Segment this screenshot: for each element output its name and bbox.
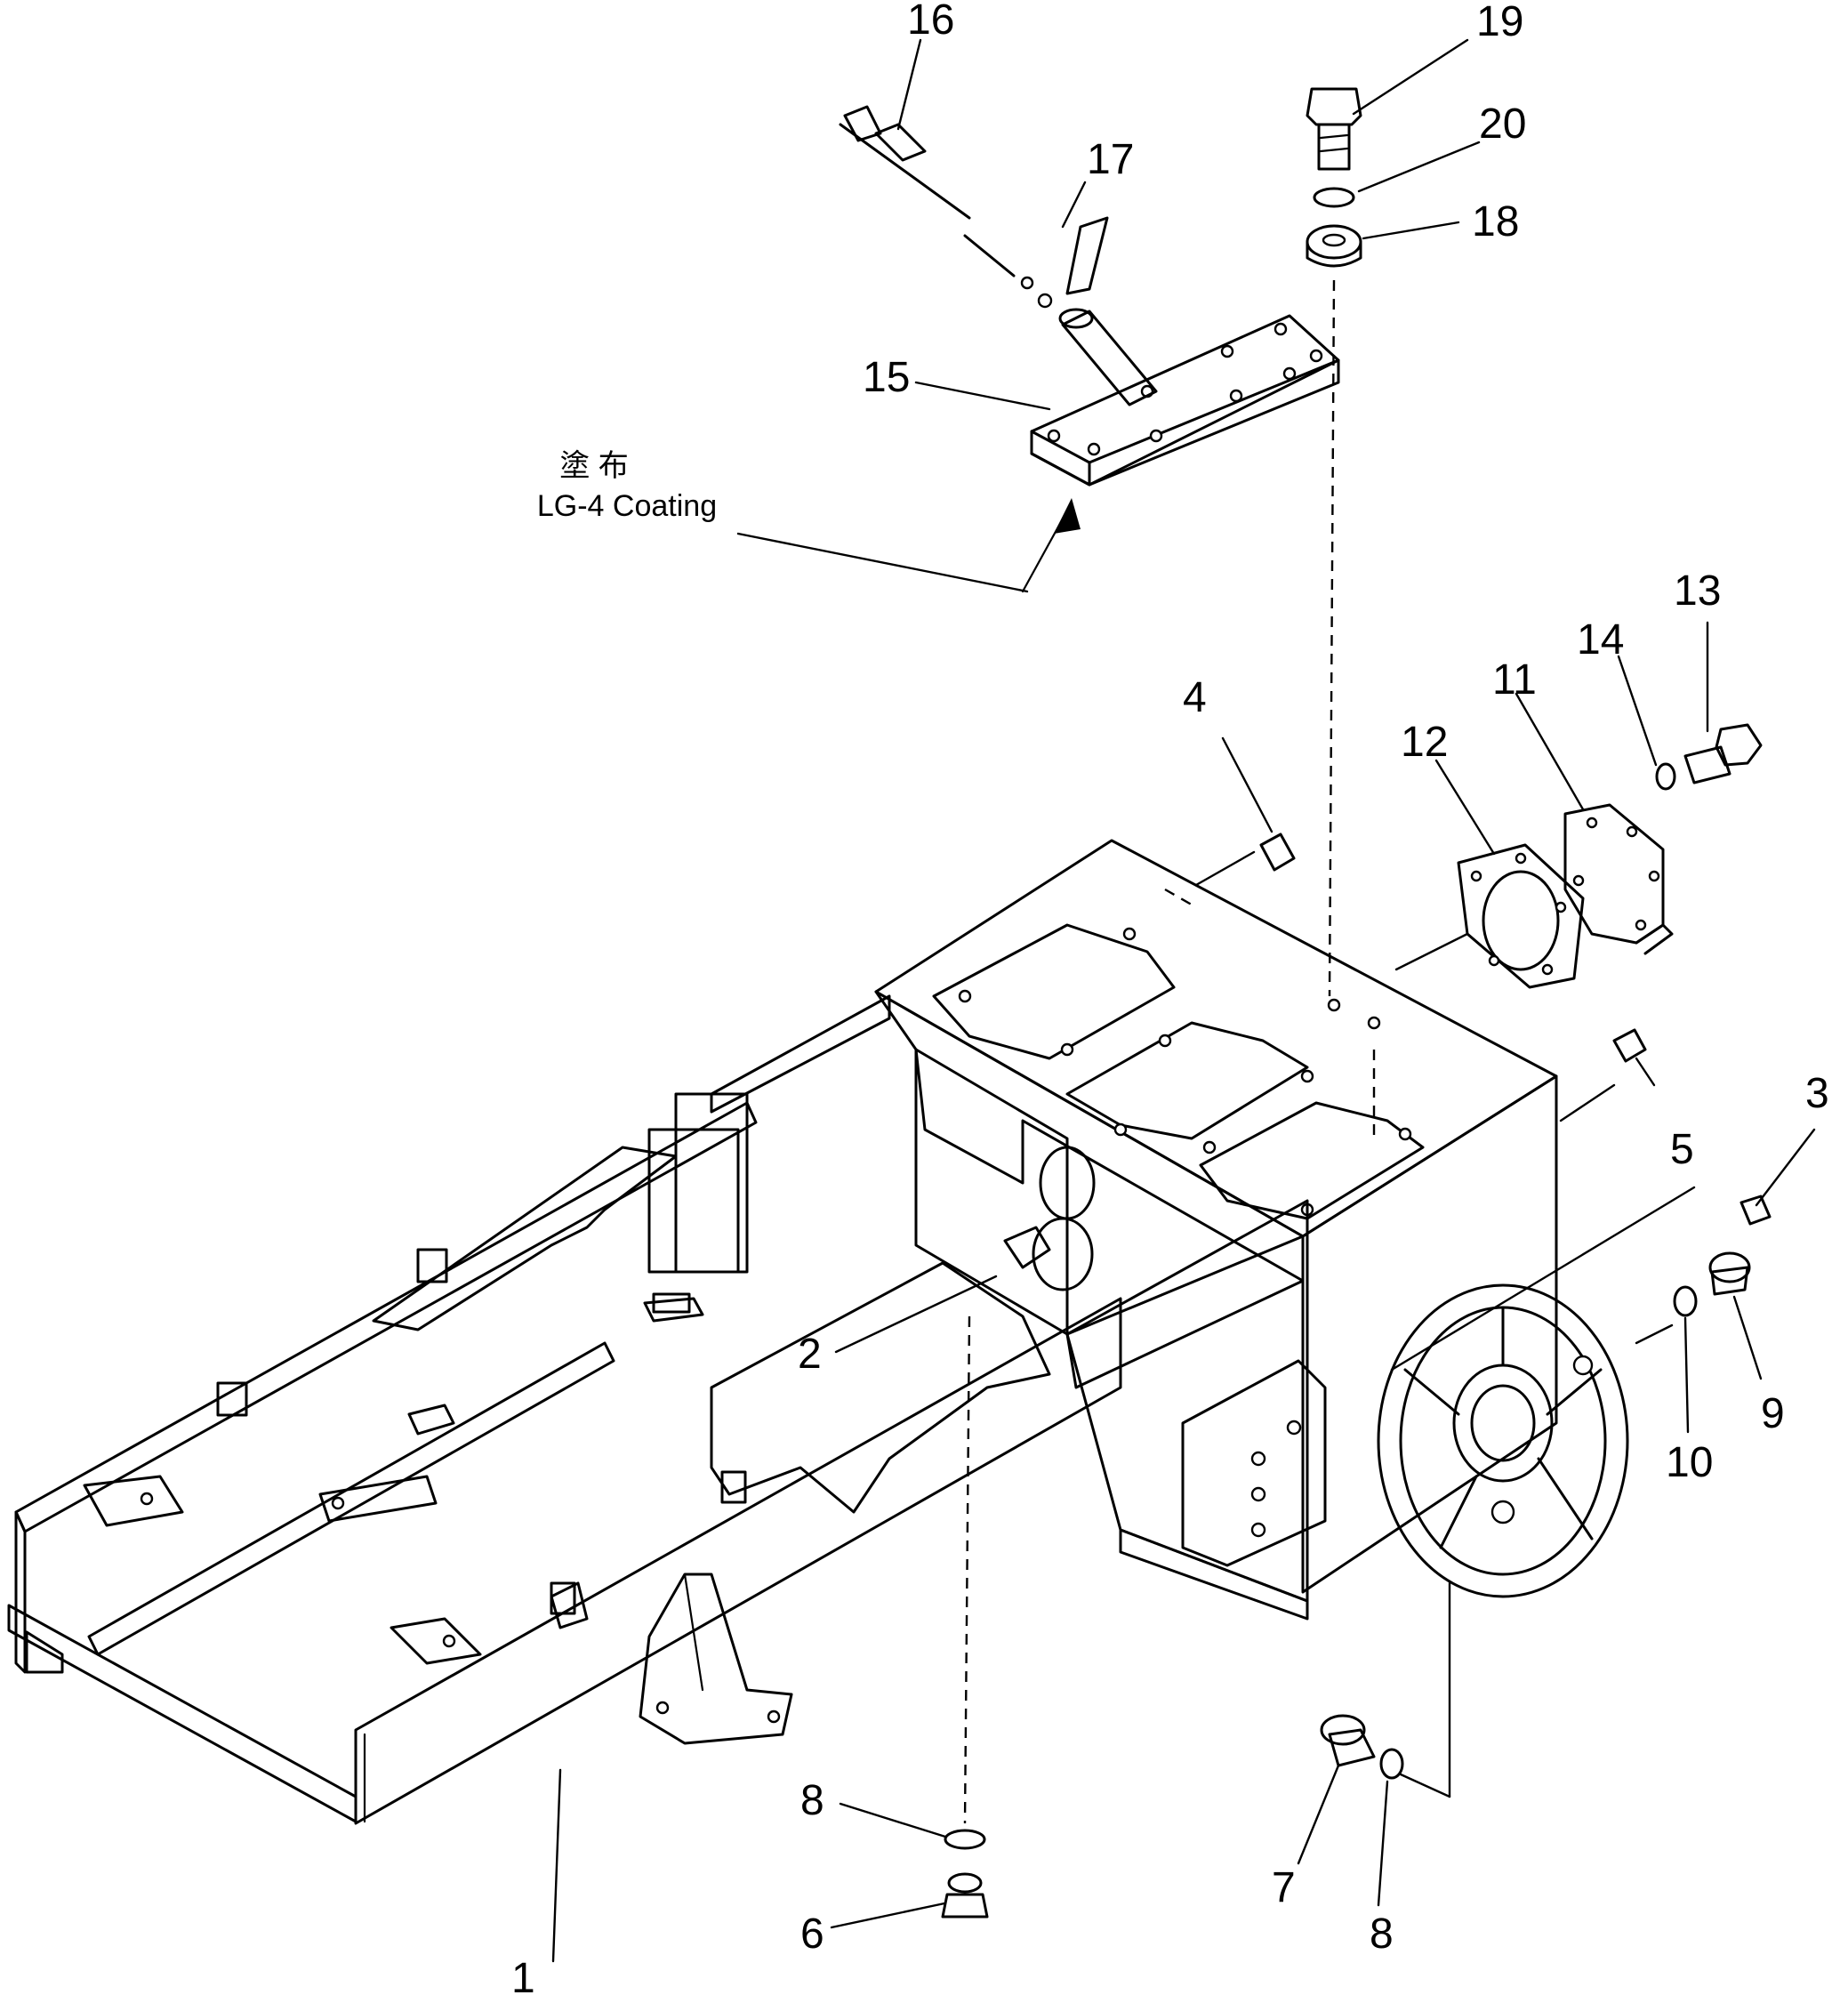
callout-11: 11 xyxy=(1492,656,1537,704)
callout-7: 7 xyxy=(1272,1864,1296,1911)
main-frame xyxy=(7,994,1122,1825)
assembly-lines xyxy=(963,279,1696,1824)
callout-10: 10 xyxy=(1666,1439,1713,1486)
transmission-case xyxy=(874,839,1629,1621)
callout-5: 5 xyxy=(1670,1126,1694,1173)
callout-19: 19 xyxy=(1476,0,1523,45)
callout-9: 9 xyxy=(1761,1390,1785,1437)
callout-8-left: 8 xyxy=(800,1777,824,1824)
callout-20: 20 xyxy=(1479,101,1526,148)
callout-17: 17 xyxy=(1087,136,1134,183)
callout-2: 2 xyxy=(798,1331,822,1378)
coating-note: 塗 布 LG-4 Coating xyxy=(537,449,717,523)
callout-13: 13 xyxy=(1674,567,1721,615)
callout-6: 6 xyxy=(800,1911,824,1958)
callout-16: 16 xyxy=(907,0,954,44)
callout-15: 15 xyxy=(863,354,910,401)
callout-12: 12 xyxy=(1401,719,1448,766)
callout-4: 4 xyxy=(1183,674,1207,721)
callout-3: 3 xyxy=(1805,1070,1829,1117)
callout-1: 1 xyxy=(511,1955,535,1995)
callout-8-right: 8 xyxy=(1370,1911,1394,1958)
callout-18: 18 xyxy=(1472,198,1519,245)
callout-14: 14 xyxy=(1577,616,1624,664)
hardware-parts xyxy=(941,87,1772,1919)
callout-leaders xyxy=(551,38,1816,1963)
top-cover-assembly xyxy=(839,105,1340,593)
coating-note-en: LG-4 Coating xyxy=(537,489,717,523)
coating-note-jp: 塗 布 xyxy=(559,449,628,483)
callout-labels: 1 2 3 4 5 6 7 8 8 9 10 11 12 13 14 15 16… xyxy=(511,0,1829,1995)
